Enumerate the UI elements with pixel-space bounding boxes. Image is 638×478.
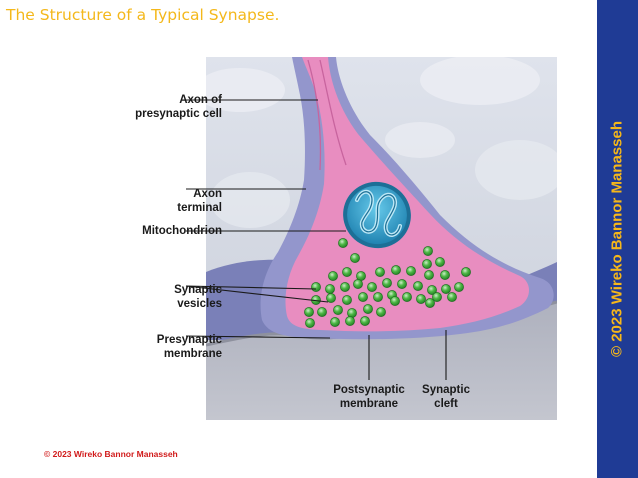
footer-copyright: © 2023 Wireko Bannor Manasseh	[44, 449, 178, 459]
synaptic-vesicle	[432, 292, 442, 302]
synaptic-vesicle	[425, 298, 435, 308]
synaptic-vesicle	[367, 282, 377, 292]
synaptic-vesicle	[317, 307, 327, 317]
synaptic-vesicle	[375, 267, 385, 277]
synaptic-vesicle	[340, 282, 350, 292]
synaptic-vesicle	[353, 279, 363, 289]
synaptic-vesicle	[461, 267, 471, 277]
synaptic-vesicle	[360, 316, 370, 326]
synaptic-vesicle	[376, 307, 386, 317]
synaptic-vesicle	[358, 292, 368, 302]
label-axon-line1: Axon of	[179, 94, 222, 106]
synapse-diagram	[185, 57, 557, 420]
copyright-side-band	[597, 0, 638, 478]
label-axon-terminal: Axon terminal	[177, 187, 222, 215]
label-postsynaptic-membrane: Postsynaptic membrane	[325, 383, 413, 411]
synaptic-vesicle	[342, 267, 352, 277]
label-postsynaptic-line1: Postsynaptic	[333, 384, 405, 396]
synaptic-vesicle	[338, 238, 348, 248]
label-postsynaptic-line2: membrane	[339, 398, 399, 410]
synaptic-vesicle	[440, 270, 450, 280]
synaptic-vesicle	[447, 292, 457, 302]
side-copyright-text: © 2023 Wireko Bannor Manasseh	[608, 120, 626, 358]
synaptic-vesicle	[406, 266, 416, 276]
synaptic-vesicle	[422, 259, 432, 269]
synaptic-vesicle	[311, 282, 321, 292]
synaptic-vesicle	[424, 270, 434, 280]
synaptic-vesicle	[325, 284, 335, 294]
synaptic-vesicle	[441, 284, 451, 294]
synaptic-vesicle	[342, 295, 352, 305]
synaptic-vesicle	[416, 294, 426, 304]
synaptic-vesicle	[330, 317, 340, 327]
synaptic-vesicle	[435, 257, 445, 267]
synaptic-vesicle	[305, 318, 315, 328]
cloud-texture	[206, 57, 557, 228]
synaptic-vesicle	[427, 285, 437, 295]
label-presynaptic-line2: membrane	[163, 348, 222, 360]
synaptic-vesicle	[391, 265, 401, 275]
label-cleft-line1: Synaptic	[422, 384, 470, 396]
synaptic-vesicle	[326, 293, 336, 303]
synaptic-vesicle	[345, 316, 355, 326]
synaptic-vesicle	[454, 282, 464, 292]
axon-terminal-body	[285, 57, 529, 332]
label-presynaptic-line1: Presynaptic	[156, 334, 222, 346]
label-presynaptic-membrane: Presynaptic membrane	[157, 333, 222, 361]
label-leader-lines	[185, 99, 447, 380]
synaptic-vesicle	[423, 246, 433, 256]
synaptic-vesicle	[333, 305, 343, 315]
synaptic-vesicle	[413, 281, 423, 291]
label-mitochondrion-text: Mitochondrion	[142, 225, 222, 237]
mitochondrion	[343, 181, 411, 249]
synaptic-vesicle	[350, 253, 360, 263]
label-mitochondrion: Mitochondrion	[142, 224, 222, 238]
label-vesicles-line2: vesicles	[177, 298, 222, 310]
label-cleft-line2: cleft	[434, 398, 458, 410]
label-synaptic-vesicles: Synaptic vesicles	[174, 283, 222, 311]
synaptic-vesicle	[373, 292, 383, 302]
synaptic-vesicle	[363, 304, 373, 314]
synaptic-vesicle	[402, 292, 412, 302]
synaptic-vesicle	[304, 307, 314, 317]
synaptic-vesicles	[304, 238, 471, 328]
label-terminal-line1: Axon	[193, 188, 222, 200]
label-terminal-line2: terminal	[177, 202, 222, 214]
label-synaptic-cleft: Synaptic cleft	[412, 383, 480, 411]
synaptic-vesicle	[390, 296, 400, 306]
synaptic-vesicle	[347, 308, 357, 318]
label-axon-line2: presynaptic cell	[135, 108, 222, 120]
synaptic-vesicle	[328, 271, 338, 281]
synaptic-vesicle	[382, 278, 392, 288]
label-axon-presynaptic: Axon of presynaptic cell	[135, 93, 222, 121]
synaptic-vesicle	[397, 279, 407, 289]
label-vesicles-line1: Synaptic	[174, 284, 222, 296]
slide-title: The Structure of a Typical Synapse.	[6, 6, 280, 24]
